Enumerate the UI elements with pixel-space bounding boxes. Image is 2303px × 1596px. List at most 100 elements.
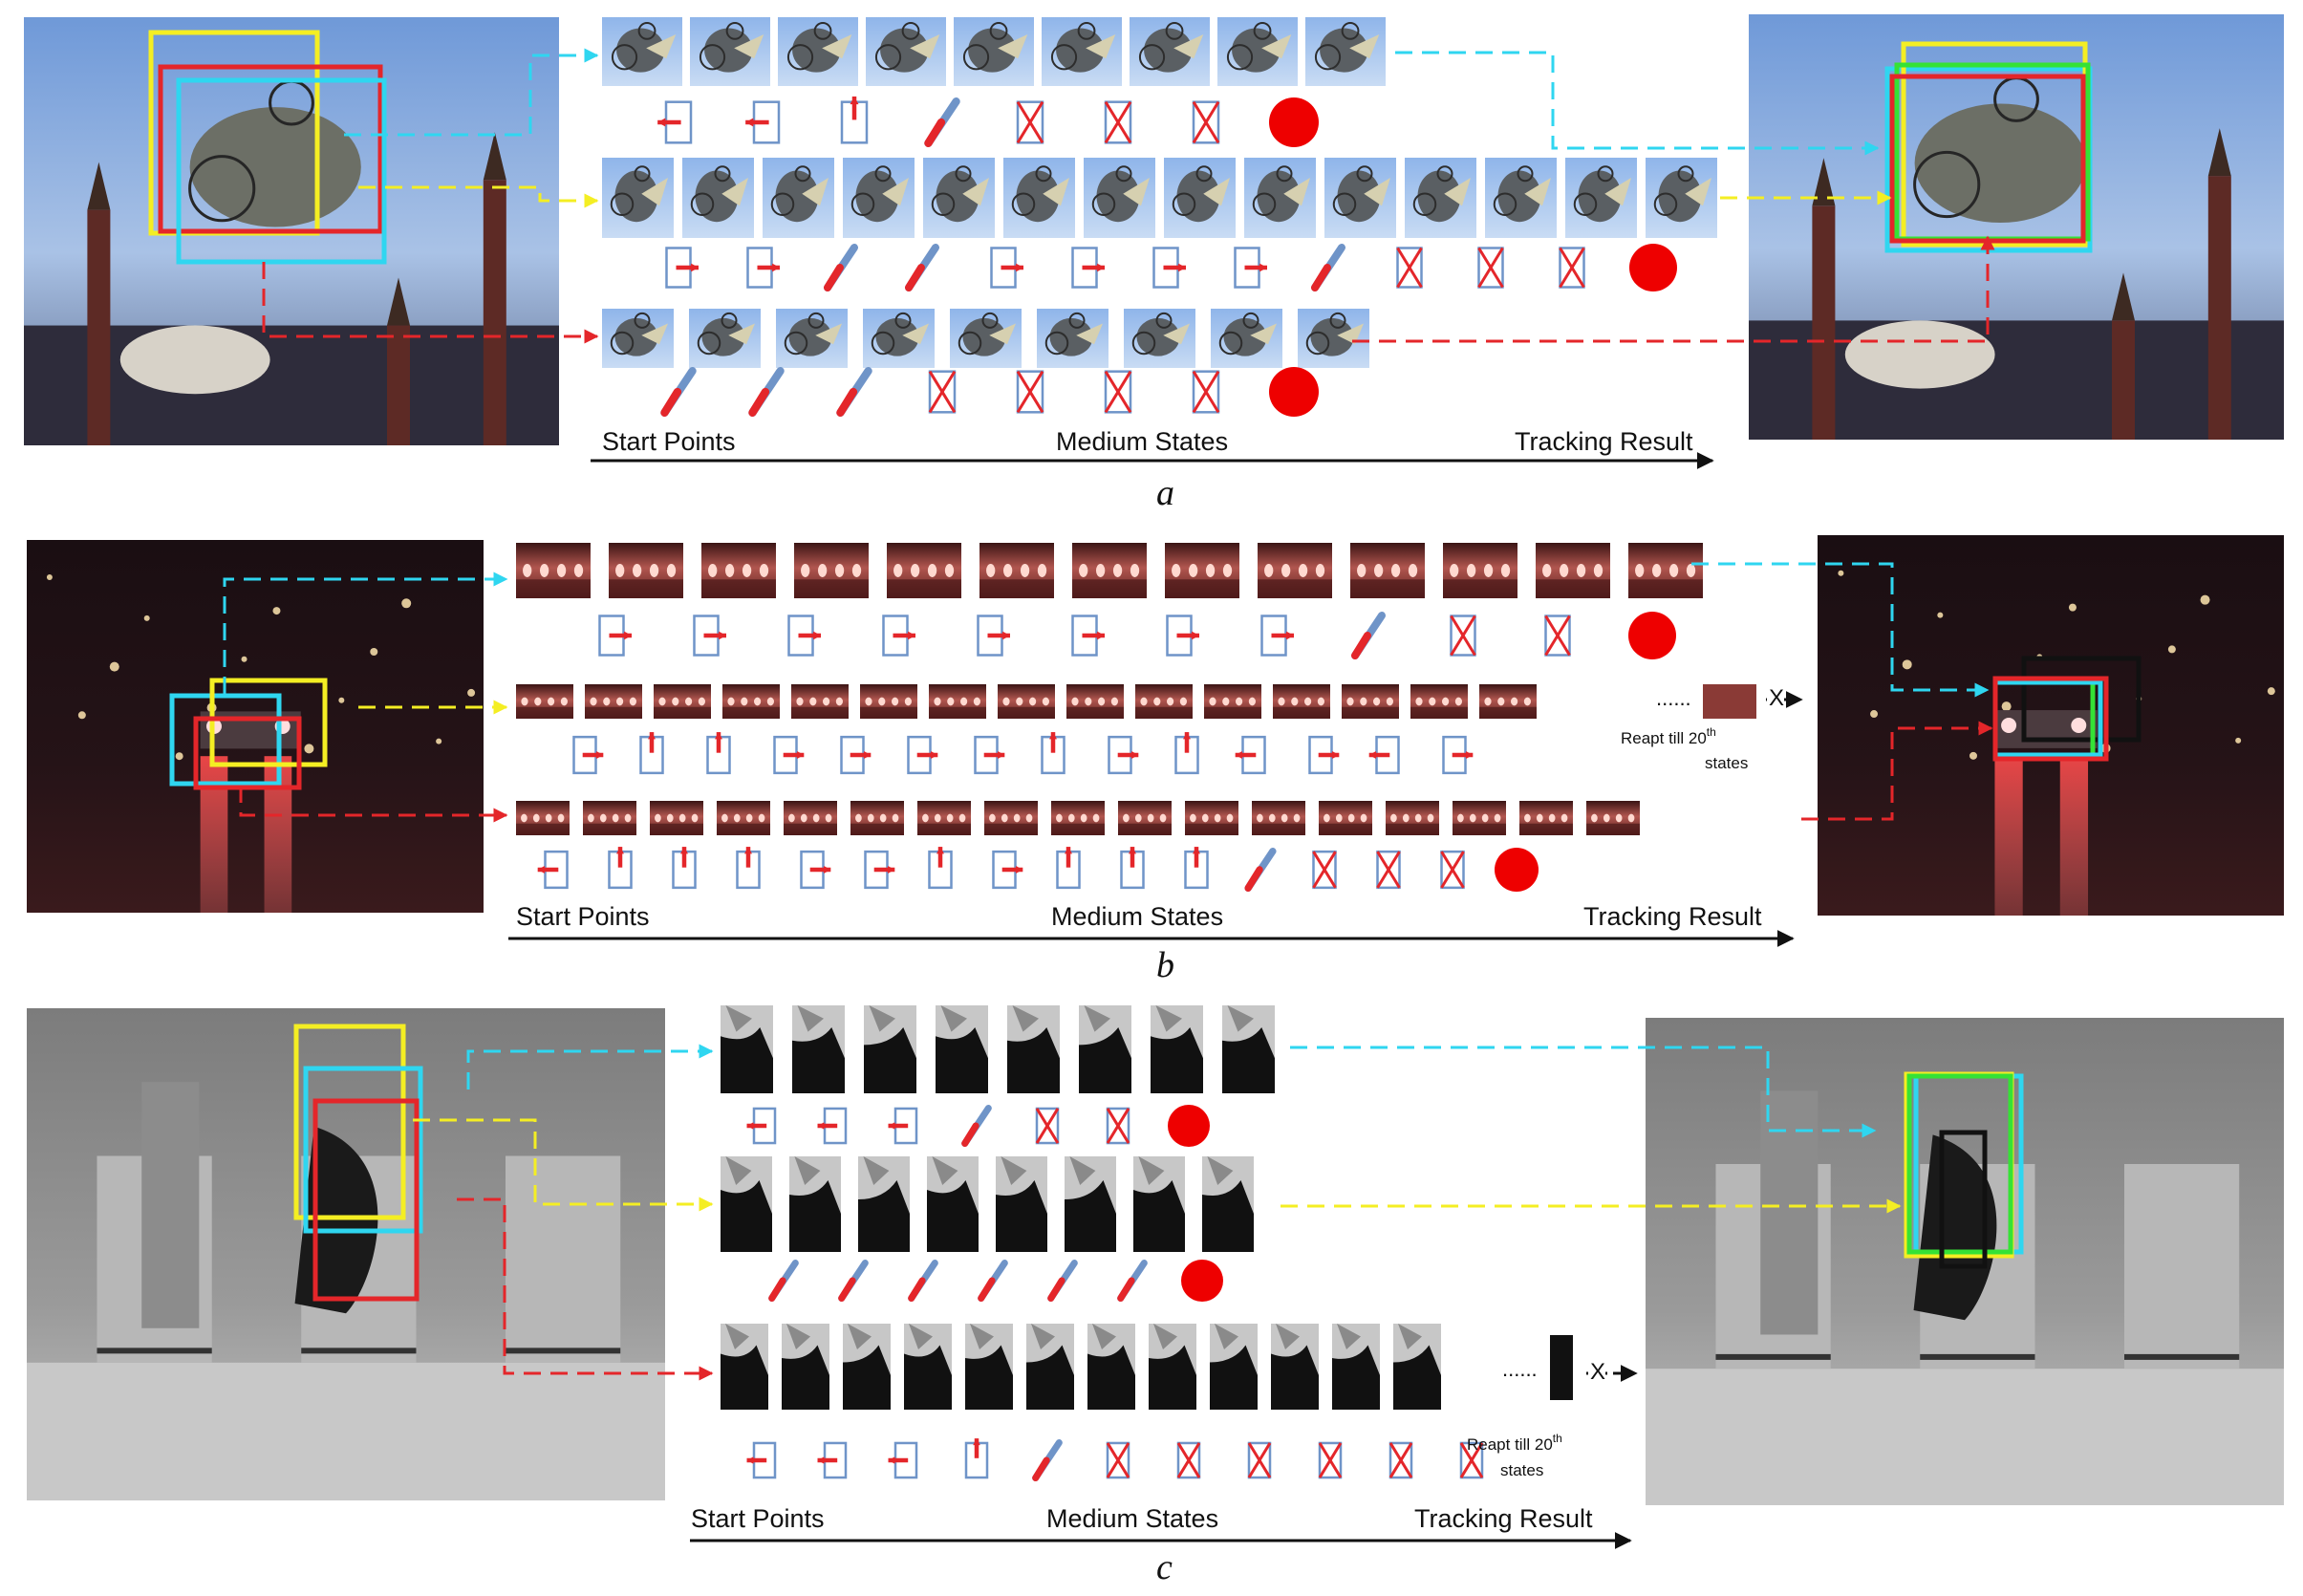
frame-thumbnail [1258,543,1332,598]
stop-state-circle [1269,367,1319,417]
frame-thumbnail [516,684,573,719]
last-frame-thumbnail [1703,684,1756,719]
red-start-connector [239,786,508,823]
frame-thumbnail [923,158,995,238]
frame-thumbnail [1151,1005,1203,1093]
frame-thumbnail [1271,1324,1319,1410]
frame-thumbnail [1087,1324,1135,1410]
frame-thumbnail [1204,684,1261,719]
state-row-red [457,1197,1484,1481]
frame-thumbnail [585,684,642,719]
red-start-box [312,1098,420,1302]
frame-thumbnail [1405,158,1476,238]
frame-thumbnail [950,309,1022,368]
repeat-note: Reapt till 20th states [1467,1432,1562,1479]
frame-thumbnail [1628,543,1703,598]
frame-thumbnail [1084,158,1155,238]
frame-thumbnail [1065,1156,1116,1252]
black-result-box [1939,1130,1988,1269]
frame-thumbnail [763,158,834,238]
result-frame-image [1818,535,2284,916]
stop-state-circle [1628,612,1676,659]
panel-letter: c [1156,1547,1173,1587]
cyan-start-connector [466,1044,714,1089]
axis-label-medium: Medium States [1051,902,1223,931]
state-row-yellow [413,1118,1902,1302]
frame-thumbnail [927,1156,979,1252]
frame-thumbnail [863,309,935,368]
frame-thumbnail [1042,17,1122,86]
frame-thumbnail [778,17,858,86]
frame-thumbnail [1586,801,1640,835]
frame-thumbnail [1051,801,1105,835]
frame-thumbnail [794,543,869,598]
state-row-yellow [358,684,1537,775]
state-row-cyan [223,543,1990,698]
red-start-connector [262,262,599,344]
frame-thumbnail [791,684,849,719]
frame-thumbnail [1037,309,1108,368]
frame-thumbnail [721,1324,768,1410]
axis-label-end: Tracking Result [1414,1504,1593,1533]
stop-state-circle [1269,97,1319,147]
red-result-box [1992,676,2109,762]
frame-thumbnail [843,1324,891,1410]
cyan-start-connector [344,48,599,137]
frame-thumbnail [864,1005,916,1093]
frame-thumbnail [936,1005,988,1093]
frame-thumbnail [721,1156,772,1252]
last-frame-thumbnail [1550,1335,1573,1400]
cyan-result-connector [1290,1046,1877,1138]
frame-thumbnail [998,684,1055,719]
panel-letter: b [1156,945,1174,985]
cyan-start-box [176,77,387,265]
axis-label-start: Start Points [691,1504,825,1533]
frame-thumbnail [1079,1005,1131,1093]
frame-thumbnail [1133,1156,1185,1252]
axis-label-end: Tracking Result [1583,902,1762,931]
state-row-red [239,721,1993,893]
frame-thumbnail [979,543,1054,598]
frame-thumbnail [860,684,917,719]
frame-thumbnail [1332,1324,1380,1410]
frame-thumbnail [1342,684,1399,719]
frame-thumbnail [1393,1324,1441,1410]
ellipsis-label: ...... [1502,1357,1538,1381]
cyan-result-connector [1691,562,1990,698]
axis-label-start: Start Points [602,427,736,456]
frame-thumbnail [690,17,770,86]
frame-thumbnail [1252,801,1305,835]
frame-thumbnail [722,684,780,719]
repeat-note-line2: states [1500,1461,1543,1479]
frame-thumbnail [858,1156,910,1252]
frame-thumbnail [583,801,636,835]
result-frame-image [1749,14,2284,440]
repeat-note-line1: Reapt till 20th [1467,1432,1562,1454]
frame-thumbnail [784,801,837,835]
result-frame-image [1646,1018,2284,1505]
start-frame-image [24,17,559,446]
frame-thumbnail [1479,684,1537,719]
green-result-box [1906,1073,2013,1255]
frame-thumbnail [1536,543,1610,598]
frame-thumbnail [1130,17,1210,86]
frame-thumbnail [1565,158,1637,238]
frame-thumbnail [782,1324,829,1410]
cyan-start-box [169,693,282,787]
repeat-note-line2: states [1705,754,1748,772]
red-start-box [158,64,383,234]
frame-thumbnail [1453,801,1506,835]
cyan-result-connector [1395,51,1880,156]
red-start-box [193,716,302,790]
frame-thumbnail [1003,158,1075,238]
red-result-connector [1352,235,1995,343]
frame-thumbnail [1164,158,1236,238]
frame-thumbnail [776,309,848,368]
frame-thumbnail [789,1156,841,1252]
frame-thumbnail [1519,801,1573,835]
frame-thumbnail [954,17,1034,86]
